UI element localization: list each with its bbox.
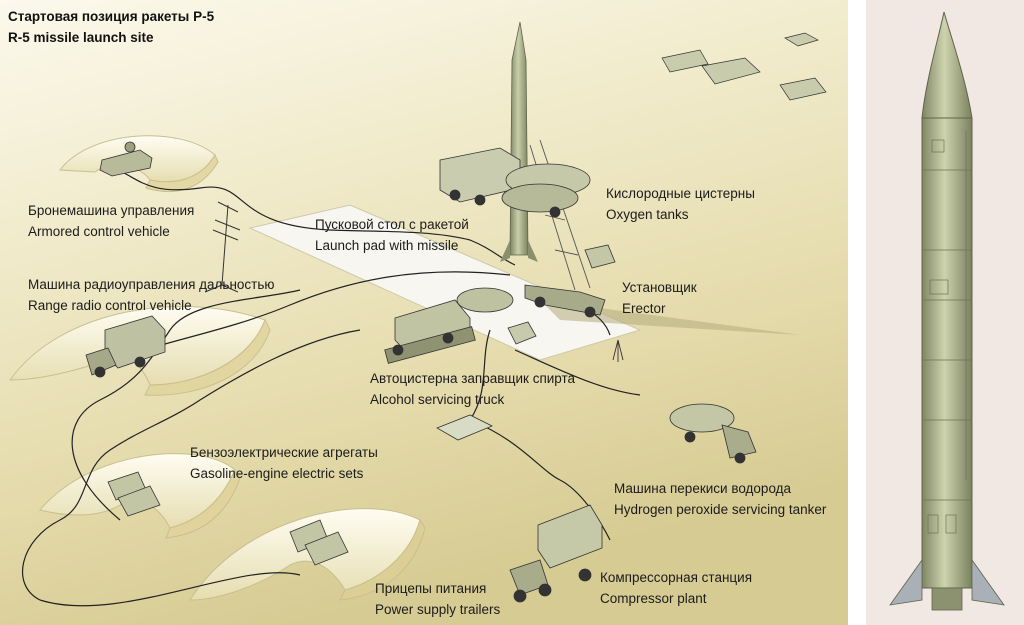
label-compressor-plant: Компрессорная станция Compressor plant	[600, 567, 752, 609]
alcohol-servicing-truck	[384, 287, 514, 364]
label-en: Erector	[622, 301, 666, 316]
label-hydrogen-peroxide-tanker: Машина перекиси водорода Hydrogen peroxi…	[614, 478, 826, 520]
label-ru: Бензоэлектрические агрегаты	[190, 445, 378, 460]
cable-junction-box	[436, 414, 493, 441]
range-radio-control-vehicle	[85, 315, 166, 378]
oxygen-tanks-vehicles	[439, 147, 591, 218]
label-ru: Прицепы питания	[375, 581, 487, 596]
missile-profile-panel	[866, 0, 1024, 625]
label-en: Armored control vehicle	[28, 224, 170, 239]
berm-power-trailers	[189, 508, 426, 601]
label-ru: Кислородные цистерны	[606, 186, 755, 201]
label-en: Compressor plant	[600, 591, 707, 606]
erector-truck	[524, 284, 606, 318]
theodolite-tripod	[612, 339, 624, 362]
pump-cart	[507, 321, 537, 345]
label-launch-pad: Пусковой стол с ракетой Launch pad with …	[315, 214, 469, 256]
launch-site-scene	[0, 0, 848, 625]
label-ru: Автоцистерна заправщик спирта	[370, 371, 576, 386]
label-en: Power supply trailers	[375, 602, 501, 617]
label-en: Hydrogen peroxide servicing tanker	[614, 502, 827, 517]
armored-control-vehicle	[99, 141, 153, 177]
label-ru: Пусковой стол с ракетой	[315, 217, 469, 232]
label-ru: Установщик	[622, 280, 697, 295]
antenna-mast	[204, 201, 241, 293]
label-en: Alcohol servicing truck	[370, 392, 505, 407]
compressor-plant-truck	[509, 504, 603, 603]
label-ru: Машина перекиси водорода	[614, 481, 792, 496]
label-gasoline-electric-sets: Бензоэлектрические агрегаты Gasoline-eng…	[190, 442, 378, 484]
distant-trucks	[661, 32, 827, 101]
label-en: Gasoline-engine electric sets	[190, 466, 364, 481]
hydrogen-peroxide-tanker	[669, 403, 757, 464]
label-oxygen-tanks: Кислородные цистерны Oxygen tanks	[606, 183, 755, 225]
title-en: R-5 missile launch site	[8, 30, 154, 45]
missile-shadow	[540, 300, 800, 335]
label-armored-control-vehicle: Бронемашина управления Armored control v…	[28, 200, 194, 242]
title-ru: Стартовая позиция ракеты Р-5	[8, 9, 215, 24]
small-generator-cart	[584, 244, 616, 269]
label-erector: Установщик Erector	[622, 277, 697, 319]
page-title: Стартовая позиция ракеты Р-5 R-5 missile…	[8, 6, 214, 48]
label-range-radio-control-vehicle: Машина радиоуправления дальностью Range …	[28, 274, 275, 316]
label-alcohol-servicing-truck: Автоцистерна заправщик спирта Alcohol se…	[370, 368, 575, 410]
gasoline-electric-sets	[107, 471, 161, 517]
label-en: Oxygen tanks	[606, 207, 689, 222]
power-supply-trailers	[289, 519, 349, 566]
label-en: Range radio control vehicle	[28, 298, 192, 313]
label-en: Launch pad with missile	[315, 238, 459, 253]
missile-profile	[889, 11, 1005, 611]
label-ru: Бронемашина управления	[28, 203, 195, 218]
label-power-supply-trailers: Прицепы питания Power supply trailers	[375, 578, 500, 620]
label-ru: Машина радиоуправления дальностью	[28, 277, 275, 292]
label-ru: Компрессорная станция	[600, 570, 753, 585]
